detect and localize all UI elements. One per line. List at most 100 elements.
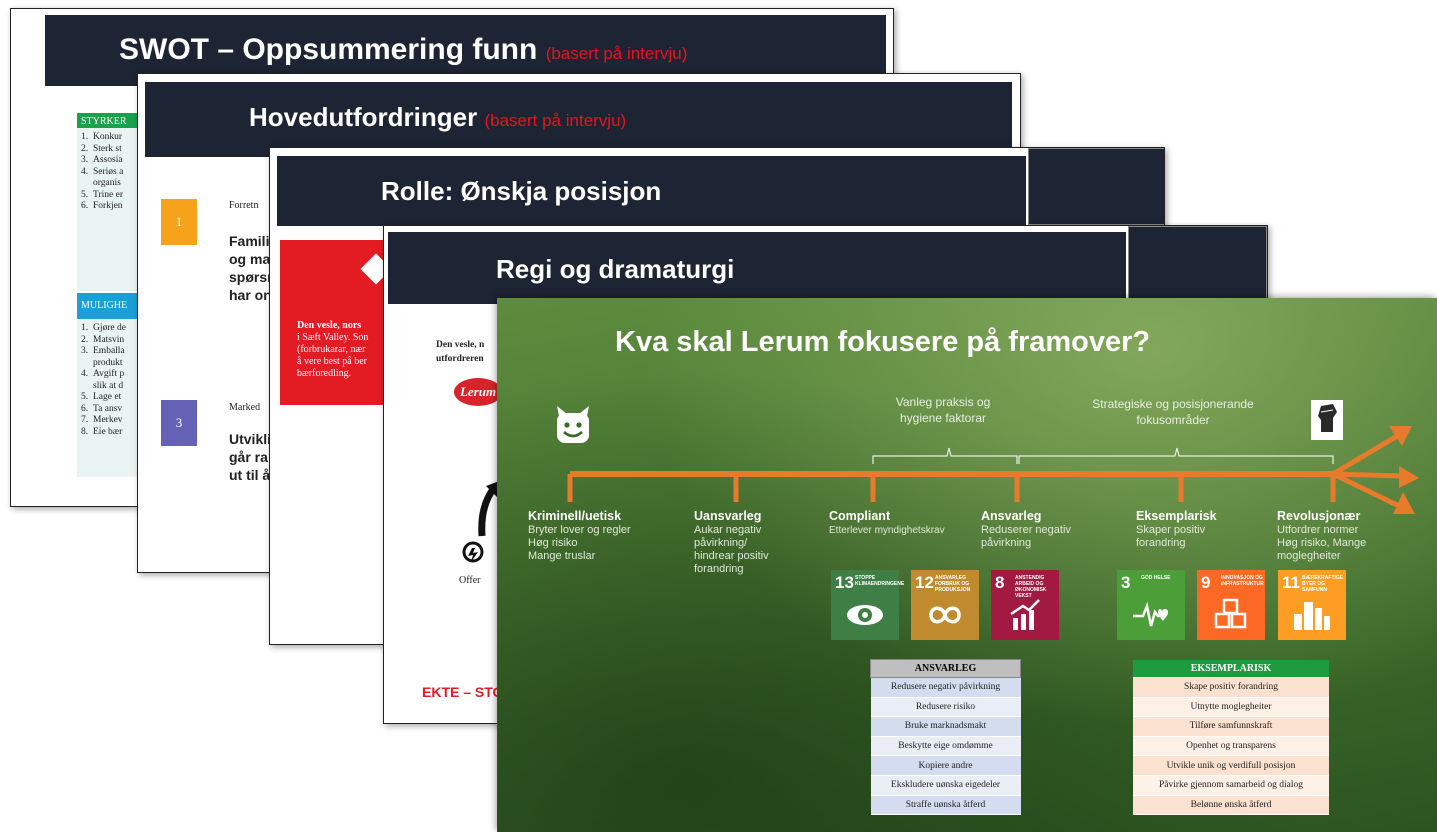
challenge-3-line: går ra [229, 449, 268, 465]
opportunity-number: 6. [81, 403, 89, 414]
challenge-3-line: Utvikli [229, 431, 272, 447]
slide-hoved-subtitle: (basert på intervju) [484, 111, 627, 130]
offer-label: Offer [459, 575, 481, 586]
strength-item: 6. Forkjen [81, 201, 145, 213]
opportunity-item: 6.Ta ansv [81, 404, 145, 416]
strength-text: Assosia [93, 155, 123, 165]
slide-rolle-header: Rolle: Ønskja posisjon [277, 156, 1026, 226]
stage-uansvarleg: Uansvarleg Aukar negativ påvirkning/ hin… [694, 509, 769, 576]
strengths-header: STYRKER [77, 113, 147, 128]
sdg-8-tile: 8 Anstendig arbeid og økonomisk vekst [991, 570, 1059, 640]
lightning-cloud-icon [462, 541, 484, 563]
opportunity-item: 4. Avgift p [81, 369, 145, 381]
stage-ansvarleg: Ansvarleg Reduserer negativ påvirkning [981, 509, 1071, 550]
opportunity-number: 4. [81, 369, 89, 379]
devil-smiley-icon [557, 406, 589, 443]
regi-intro-line: Den vesle, n [436, 340, 485, 350]
opportunity-text: Emballa [93, 346, 125, 356]
ansvarleg-row: Redusere negativ påvirkning [870, 677, 1021, 698]
role-red-line: i Sæft Valley. Son [297, 332, 369, 343]
regi-intro-text: Den vesle, n utfordreren [436, 338, 484, 366]
ansvarleg-row: Straffe uønska åtferd [870, 795, 1021, 816]
challenge-1-line: har on [229, 287, 272, 303]
strength-item: 3. Assosia [81, 155, 145, 167]
opportunity-text: slik at d [93, 380, 124, 391]
regi-intro-line: utfordreren [436, 354, 484, 364]
slide-swot-title: SWOT – Oppsummering funn [119, 33, 538, 66]
lerum-logo: Lerum [454, 378, 502, 406]
raised-fist-icon [1311, 400, 1343, 440]
challenge-badge-1: 1 [161, 199, 197, 245]
slide-rolle-title: Rolle: Ønskja posisjon [381, 176, 662, 206]
opportunity-item: slik at d [81, 381, 145, 393]
role-red-line: bærforedling. [297, 368, 352, 379]
opportunity-number: 8. [81, 426, 89, 437]
strength-number: 3. [81, 155, 89, 165]
strength-number: 6. [81, 201, 89, 211]
slide-regi-header: Regi og dramaturgi [388, 232, 1126, 304]
strength-item: 5. Trine er [81, 190, 145, 202]
opportunity-item: 3. Emballa [81, 346, 145, 358]
sdg-12-tile: 12 Ansvarleg forbruk og produksjon [911, 570, 979, 640]
strength-text: organis [93, 178, 121, 188]
opportunity-item: produkt [81, 358, 145, 370]
stage-kriminell: Kriminell/uetisk Bryter lover og regler … [528, 509, 631, 563]
ansvarleg-row: Redusere risiko [870, 697, 1021, 718]
opportunity-item: 2.Matsvin [81, 335, 145, 347]
ansvarleg-row: Beskytte eige omdømme [870, 736, 1021, 757]
strength-text: Trine er [93, 189, 123, 200]
challenge-3-line: ut til å [229, 467, 271, 483]
growth-chart-icon [1010, 599, 1040, 630]
opportunity-text: Avgift p [93, 369, 125, 379]
slide-fokus[interactable]: Kva skal Lerum fokusere på framover? Van… [497, 298, 1437, 832]
focus-brackets [872, 447, 1334, 464]
strength-text: Sterk st [93, 143, 122, 154]
sdg-11-tile: 11 Bærekraftige byer og samfunn [1278, 570, 1346, 640]
opportunity-number: 3. [81, 346, 89, 356]
infinity-icon [929, 606, 961, 624]
eye-globe-icon [847, 605, 883, 625]
opportunity-number: 5. [81, 392, 89, 402]
opportunity-item: 7.Merkev [81, 415, 145, 427]
ansvarleg-row: Kopiere andre [870, 755, 1021, 776]
ansvarleg-row: Bruke marknadsmakt [870, 716, 1021, 737]
strength-item: 4.Seriøs a [81, 167, 145, 179]
sdg-9-tile: 9 Innovasjon og infrastruktur [1197, 570, 1265, 640]
eksemplarisk-row: Påvirke gjennom samarbeid og dialog [1133, 775, 1329, 796]
eksemplarisk-row: Openhet og transparens [1133, 736, 1329, 757]
strength-number: 4. [81, 166, 89, 177]
heartbeat-icon [1133, 601, 1168, 627]
strength-item: 2. Sterk st [81, 144, 145, 156]
strength-item: 1.Konkur [81, 132, 145, 144]
slide-regi-header-ext [1128, 226, 1267, 300]
eksemplarisk-row: Tilføre samfunnskraft [1133, 716, 1329, 737]
challenge-badge-3: 3 [161, 400, 197, 446]
challenge-1-line: og ma [229, 251, 271, 267]
stage-compliant: Compliant Etterlever myndighetskrav [829, 509, 945, 537]
stage-eksemplarisk: Eksemplarisk Skaper positiv forandring [1136, 509, 1217, 550]
role-red-line: å vere best på ber [297, 356, 367, 367]
opportunity-item: 1.Gjøre de [81, 323, 145, 335]
opportunity-text: produkt [93, 357, 123, 368]
cubes-icon [1214, 598, 1247, 629]
strength-number: 5. [81, 189, 89, 200]
strength-text: Forkjen [93, 201, 123, 211]
opportunity-number: 7. [81, 415, 89, 425]
sdg-3-tile: 3 God helse [1117, 570, 1185, 640]
ansvarleg-table-header: ANSVARLEG [870, 659, 1021, 678]
role-red-line: (forbrukarar, nær [297, 344, 366, 355]
timeline-arrow [567, 426, 1419, 514]
role-red-box: Den vesle, nors i Sæft Valley. Son(forbr… [280, 240, 392, 405]
opportunity-text: Matsvin [93, 334, 125, 345]
bracket2-label: Strategiske og posisjonerande fokusområd… [1092, 397, 1254, 427]
challenge-1-label: Forretn [229, 200, 259, 211]
strength-number: 2. [81, 143, 89, 154]
slide-hoved-header: Hovedutfordringer (basert på intervju) [145, 82, 1012, 157]
challenge-1-line: Famili [229, 233, 270, 249]
eksemplarisk-row: Utvikle unik og verdifull posisjon [1133, 755, 1329, 776]
city-icon [1294, 602, 1330, 630]
slide-swot-subtitle: (basert på intervju) [545, 44, 688, 63]
